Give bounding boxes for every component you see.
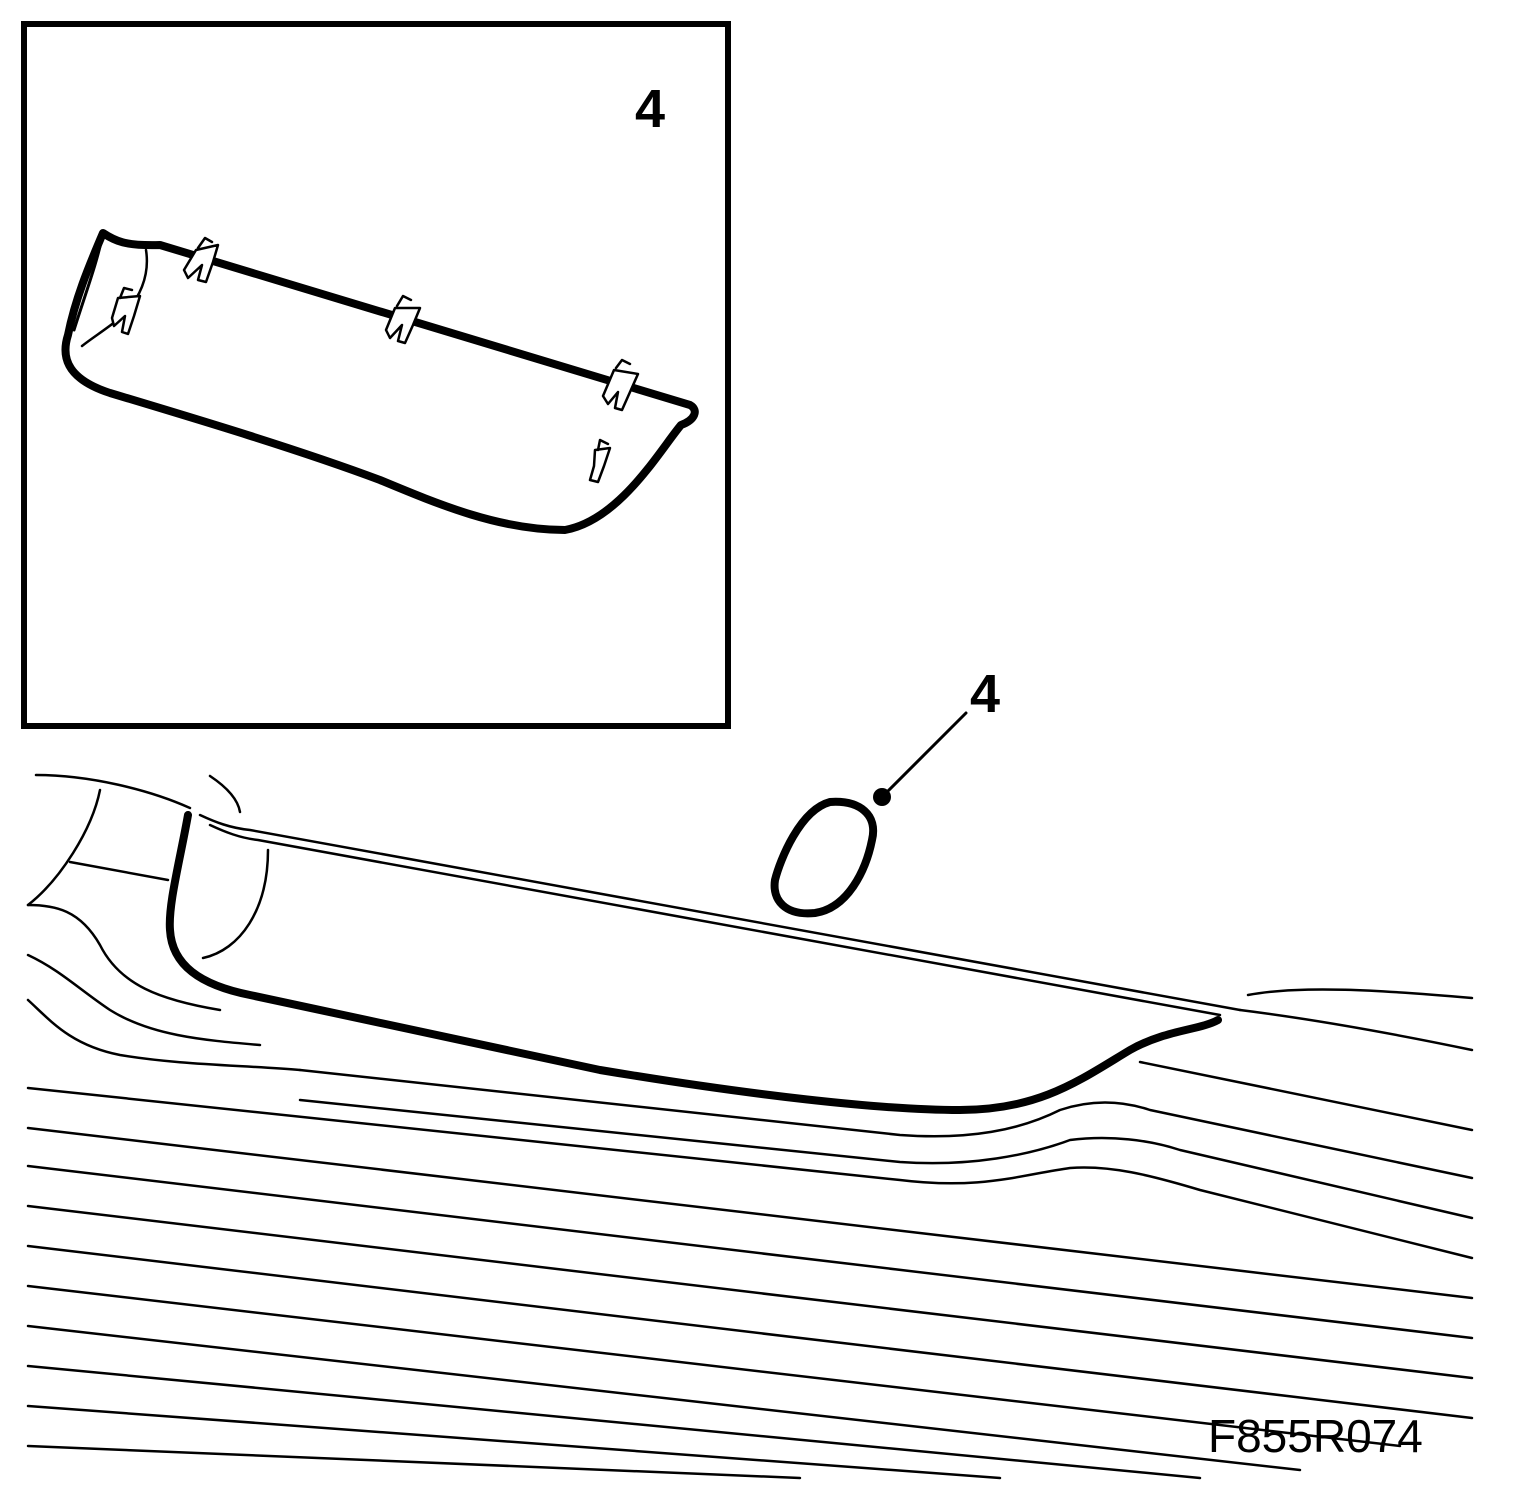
inset-gasket-fold: [660, 423, 683, 450]
callout-part-number-label: 4: [970, 664, 1000, 724]
contour-line-1: [26, 903, 222, 1012]
panel-hatch-lines: [26, 1126, 1474, 1480]
clip-3: [601, 358, 640, 412]
seal-loop: [770, 797, 878, 918]
contour-right-2: [1238, 1008, 1474, 1052]
main-gasket-seal: [165, 811, 1222, 1114]
callout-leader: [880, 711, 968, 799]
figure-code: F855R074: [1208, 1410, 1423, 1462]
clip-1: [182, 236, 220, 284]
clip-2: [384, 294, 422, 345]
contour-line-3: [26, 998, 302, 1072]
inset-gasket-edge: [72, 231, 105, 332]
clip-4: [110, 286, 142, 336]
body-contour-arc: [208, 774, 242, 814]
inset-part-number-label: 4: [635, 79, 665, 139]
roof-edge-inner: [208, 823, 1222, 1017]
contour-right-1: [1246, 988, 1474, 1000]
wave-line-3: [26, 1086, 1474, 1260]
inset-detail: 4: [21, 21, 731, 729]
contour-right-3: [1138, 1060, 1474, 1132]
window-corner-curve: [201, 848, 270, 960]
inset-gasket-outline: [61, 229, 699, 534]
roof-edge-outer: [198, 813, 1242, 1012]
clip-5: [588, 438, 612, 484]
main-view: 4 F855R074: [26, 664, 1474, 1480]
wave-line-1: [298, 1068, 1474, 1180]
body-pillar-line: [68, 860, 170, 882]
wave-line-2: [298, 1098, 1474, 1220]
contour-line-2: [26, 953, 262, 1047]
body-pillar-curve: [26, 788, 102, 907]
body-contour-top: [34, 773, 192, 810]
